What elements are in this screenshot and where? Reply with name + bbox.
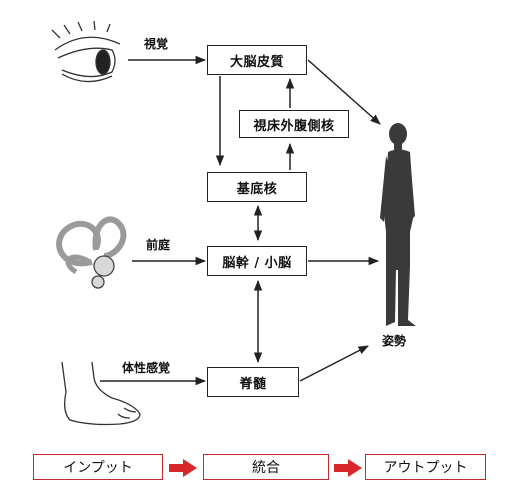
box-basal-ganglia: 基底核 <box>207 172 307 202</box>
box-lgn: 視床外腹側核 <box>239 110 349 138</box>
human-silhouette <box>380 123 416 326</box>
connections <box>100 55 381 386</box>
label-posture: 姿勢 <box>382 334 407 348</box>
flow-output: アウトプット <box>365 454 486 480</box>
arrow-cortex-to-posture <box>307 59 381 125</box>
box-spinal-cord: 脊髄 <box>207 367 299 397</box>
eye-illustration <box>51 20 121 83</box>
arrow-spinal-to-posture <box>299 345 369 382</box>
inner-ear-illustration <box>56 216 127 289</box>
flow-integration: 統合 <box>203 454 329 480</box>
box-cortex: 大脳皮質 <box>207 45 307 75</box>
flow-input: インプット <box>33 454 163 480</box>
box-brainstem: 脳幹 / 小脳 <box>207 246 307 276</box>
foot-illustration <box>61 361 141 426</box>
label-vision: 視覚 <box>144 37 169 51</box>
red-arrow-icon <box>334 459 362 477</box>
red-arrow-icon <box>169 459 197 477</box>
label-somatosensory: 体性感覚 <box>122 361 171 375</box>
label-vestibular: 前庭 <box>146 238 171 252</box>
